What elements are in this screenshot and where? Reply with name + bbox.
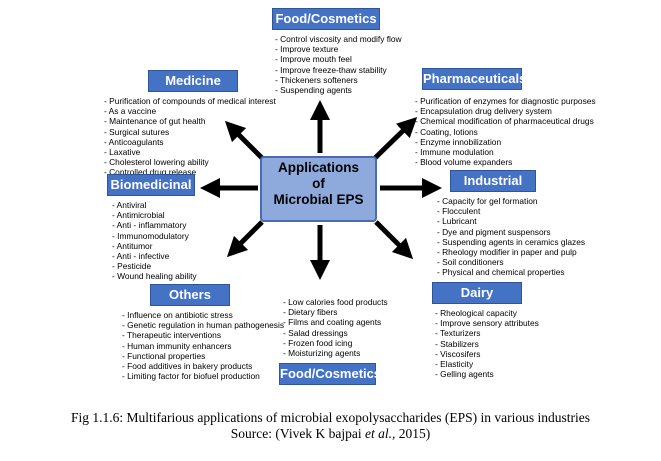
caption-source-italic: et al., <box>364 426 396 441</box>
industrial-header: Industrial <box>450 170 536 192</box>
list-item: Encapsulation drug delivery system <box>415 106 596 116</box>
list-item: Purification of enzymes for diagnostic p… <box>415 96 596 106</box>
list-item: Antimicrobial <box>112 210 197 220</box>
food-cosmetics-bottom-list: Low calories food productsDietary fibers… <box>283 297 388 358</box>
list-item: Blood volume expanders <box>415 157 596 167</box>
list-item: Suspending agents in ceramics glazes <box>437 237 585 247</box>
medicine-header: Medicine <box>148 70 238 92</box>
list-item: Frozen food icing <box>283 338 388 348</box>
list-item: Surgical sutures <box>104 127 276 137</box>
list-item: Control viscosity and modify flow <box>275 34 401 44</box>
caption-source-prefix: Source: (Vivek K bajpai <box>230 426 365 441</box>
list-item: Antiviral <box>112 200 197 210</box>
list-item: Improve freeze-thaw stability <box>275 65 402 75</box>
pharmaceuticals-header: Pharmaceuticals <box>422 68 526 90</box>
list-item: Pesticide <box>112 261 197 271</box>
list-item: Limiting factor for biofuel production <box>122 371 284 381</box>
list-item: Dietary fibers <box>283 307 388 317</box>
list-item: Improve mouth feel <box>275 54 402 64</box>
list-item: Food additives in bakery products <box>122 361 284 371</box>
list-item: Genetic regulation in human pathogenesis <box>122 320 284 330</box>
list-item: Human immunity enhancers <box>122 341 284 351</box>
list-item: Viscosifers <box>435 349 539 359</box>
list-item: Therapeutic interventions <box>122 330 284 340</box>
list-item: Immunomodulatory <box>112 231 197 241</box>
list-item: Enzyme innobilization <box>415 137 596 147</box>
list-item: Rheology modifier in paper and pulp <box>437 247 585 257</box>
list-item: Purification of compounds of medical int… <box>104 96 276 106</box>
list-item: Functional properties <box>122 351 284 361</box>
list-item: Cholesterol lowering ability <box>104 157 276 167</box>
caption-line-1: Fig 1.1.6: Multifarious applications of … <box>71 410 590 425</box>
list-item: Influence on antibiotic stress <box>122 310 284 320</box>
list-item: Capacity for gel formation <box>437 196 585 206</box>
food-cosmetics-top-header: Food/Cosmetics <box>272 8 380 30</box>
caption-line-2: Source: (Vivek K bajpai et al., 2015) <box>0 426 661 442</box>
arrow-dairy <box>374 220 414 260</box>
biomedicinal-header: Biomedicinal <box>107 174 195 196</box>
food-cosmetics-bottom-header: Food/Cosmetics <box>279 363 381 385</box>
biomedicinal-list: AntiviralAntimicrobialAnti - inflammator… <box>112 200 197 282</box>
center-line-3: Microbial EPS <box>273 192 364 207</box>
center-line-2: of <box>312 176 325 191</box>
dairy-list: Rheological capacityImprove sensory attr… <box>435 308 539 379</box>
list-item: Wound healing ability <box>112 271 196 281</box>
others-header: Others <box>150 284 230 306</box>
pharmaceuticals-list: Purification of enzymes for diagnostic p… <box>415 96 596 167</box>
list-item: Films and coating agents <box>283 317 388 327</box>
dairy-header: Dairy <box>432 282 522 304</box>
arrow-pharmaceuticals <box>373 117 418 160</box>
list-item: Anticoagulants <box>104 137 276 147</box>
others-list: Influence on antibiotic stressGenetic re… <box>122 310 284 381</box>
list-item: Maintenance of gut health <box>104 116 276 126</box>
list-item: Antitumor <box>112 241 197 251</box>
arrow-others <box>226 220 264 258</box>
list-item: Suspending agents <box>275 85 402 95</box>
list-item: Immune modulation <box>415 147 596 157</box>
list-item: Improve texture <box>275 44 402 54</box>
list-item: Anti - infective <box>112 251 197 261</box>
caption-source-suffix: 2015) <box>395 426 431 441</box>
list-item: Dye and pigment suspensors <box>437 227 585 237</box>
list-item: Rheological capacity <box>435 308 539 318</box>
list-item: Flocculent <box>437 206 585 216</box>
list-item: Improve sensory attributes <box>435 318 539 328</box>
list-item: Soil conditioners <box>437 257 585 267</box>
food-cosmetics-top-list: Control viscosity and modify flowImprove… <box>275 34 402 95</box>
list-item: Stabilizers <box>435 339 539 349</box>
medicine-list: Purification of compounds of medical int… <box>104 96 276 178</box>
list-item: As a vaccine <box>104 106 276 116</box>
center-box: Applications of Microbial EPS <box>260 156 377 222</box>
list-item: Low calories food products <box>283 297 388 307</box>
list-item: Salad dressings <box>283 328 388 338</box>
list-item: Coating, lotions <box>415 127 596 137</box>
list-item: Physical and chemical properties <box>437 267 585 277</box>
industrial-list: Capacity for gel formationFlocculentLubr… <box>437 196 585 278</box>
list-item: Thickeners softeners <box>275 75 402 85</box>
list-item: Texturizers <box>435 328 539 338</box>
list-item: Anti - inflammatory <box>112 220 197 230</box>
list-item: Lubricant <box>437 216 585 226</box>
center-line-1: Applications <box>277 160 359 175</box>
list-item: Gelling agents <box>435 369 539 379</box>
list-item: Elasticity <box>435 359 539 369</box>
figure-caption: Fig 1.1.6: Multifarious applications of … <box>0 410 661 442</box>
list-item: Chemical modification of pharmaceutical … <box>415 116 596 126</box>
list-item: Laxative <box>104 147 276 157</box>
list-item: Controlled drug release <box>104 167 276 177</box>
list-item: Moisturizing agents <box>283 348 388 358</box>
